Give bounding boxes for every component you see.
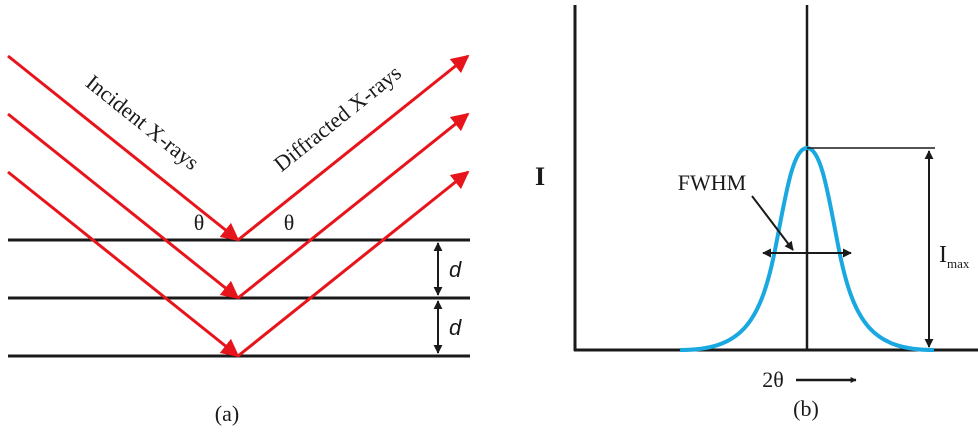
theta-diffracted-label: θ xyxy=(284,210,295,235)
panel-a: Incident X-rays Diffracted X-rays θ θ d … xyxy=(7,54,470,426)
panel-b-caption: (b) xyxy=(793,396,819,421)
x-axis-label: 2θ xyxy=(762,367,784,392)
fwhm-label: FWHM xyxy=(678,170,746,195)
incident-ray-2 xyxy=(7,112,240,300)
imax-label-main: I xyxy=(939,242,947,268)
panel-a-caption: (a) xyxy=(215,401,239,426)
incident-ray-1 xyxy=(7,54,240,242)
spacing-d-label-1: d xyxy=(449,257,462,282)
incident-ray-3 xyxy=(7,170,240,358)
fwhm-pointer-arrow xyxy=(751,195,794,251)
spacing-d-label-2: d xyxy=(449,315,462,340)
theta-incident-label: θ xyxy=(194,210,205,235)
diffracted-ray-1 xyxy=(237,54,470,242)
incident-xrays-label: Incident X-rays xyxy=(81,69,204,174)
imax-label-subscript: max xyxy=(947,256,970,271)
imax-label: Imax xyxy=(939,242,970,271)
diffracted-ray-2 xyxy=(237,112,470,300)
y-axis-label: I xyxy=(535,162,545,191)
diffracted-ray-3 xyxy=(237,170,470,358)
panel-b: Imax FWHM I 2θ (b) xyxy=(535,5,978,421)
